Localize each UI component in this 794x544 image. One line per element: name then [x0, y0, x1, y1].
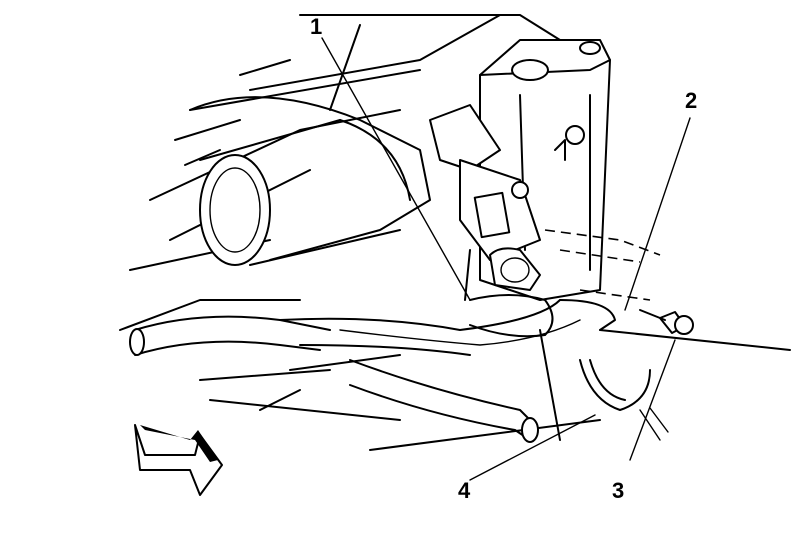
hose-and-harness — [129, 294, 616, 443]
frame-structure — [119, 14, 791, 451]
leader-lines — [321, 37, 691, 481]
callout-3: 3 — [612, 478, 625, 503]
installation-guide-lines — [544, 229, 661, 301]
bolt — [639, 309, 694, 335]
callout-2: 2 — [685, 88, 698, 113]
exhaust-pipe — [174, 96, 431, 266]
callout-4: 4 — [458, 478, 471, 503]
ground-strap — [579, 359, 669, 441]
front-direction-arrow-icon — [134, 424, 223, 496]
callout-1: 1 — [310, 14, 323, 39]
